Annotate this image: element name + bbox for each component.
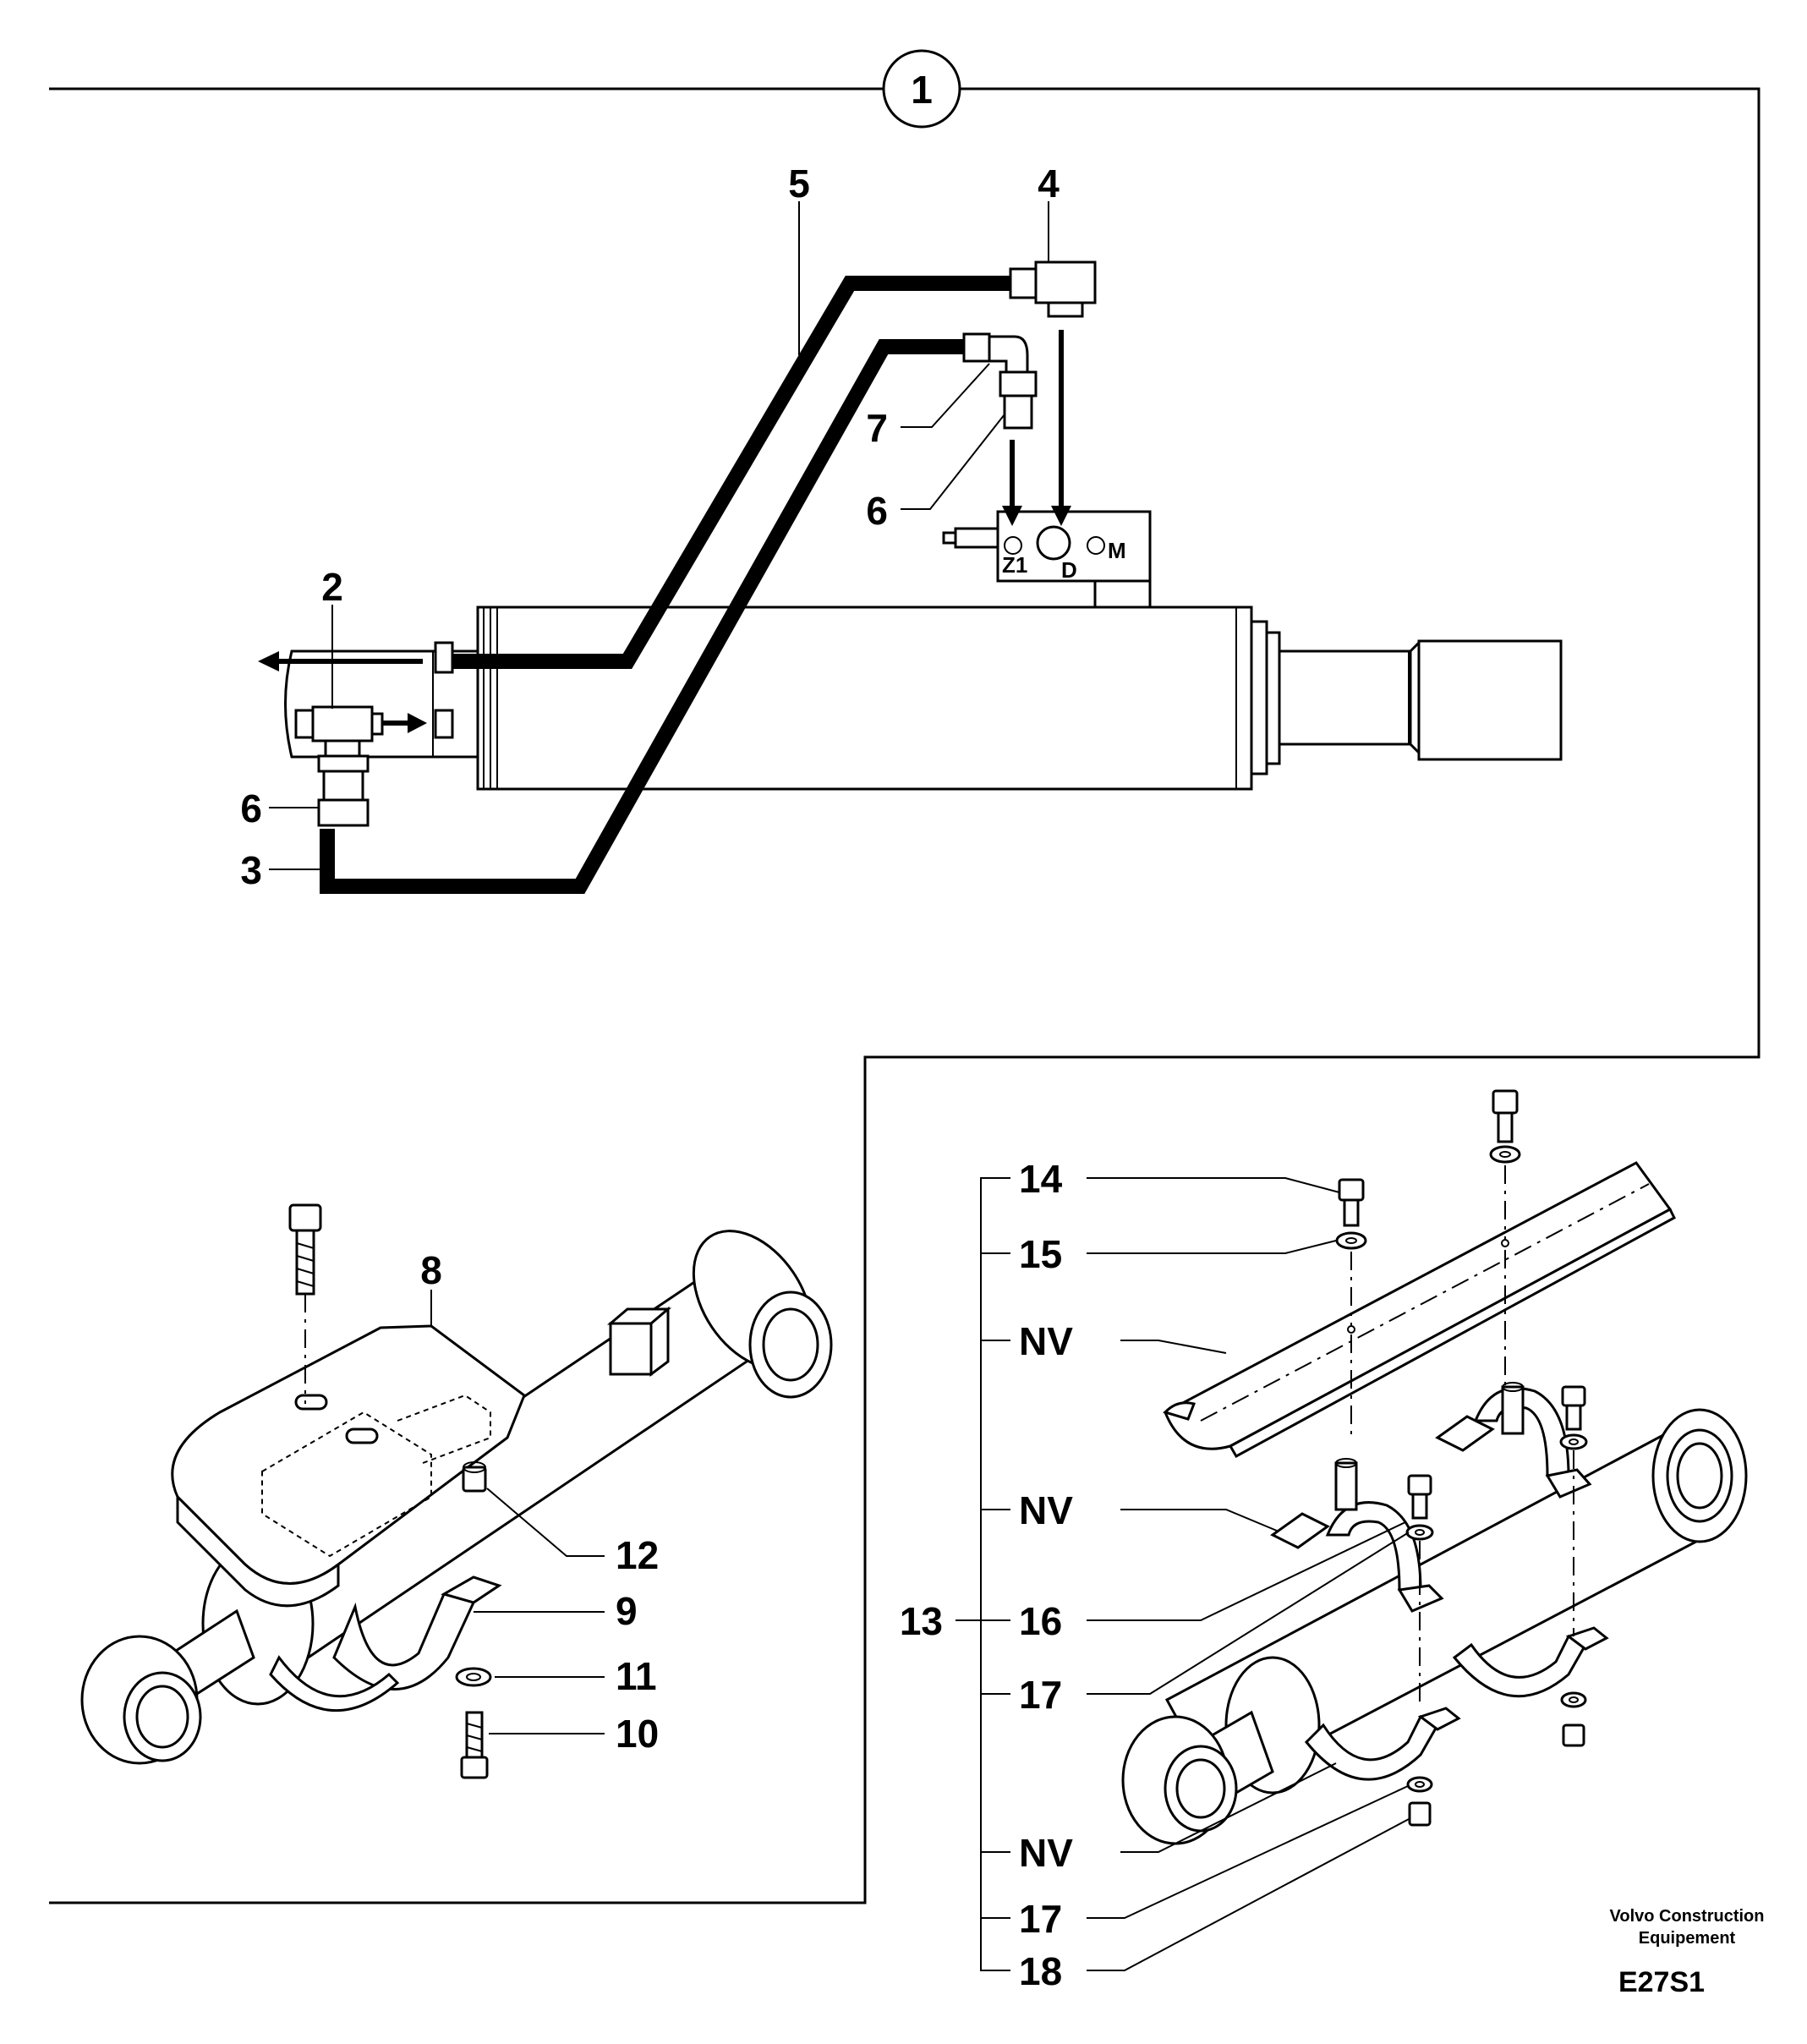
view-circle — [882, 49, 961, 129]
callout-4: 4 — [1038, 162, 1060, 205]
callout-3: 3 — [240, 848, 262, 892]
tee-fitting-2 — [294, 705, 384, 827]
callout-13: 13 — [900, 1599, 943, 1643]
callout-17-lower: 17 — [1019, 1897, 1062, 1941]
hydraulic-cylinder — [476, 606, 1563, 791]
frame — [49, 49, 1760, 1904]
callout-9: 9 — [616, 1589, 638, 1633]
callout-14: 14 — [1019, 1157, 1063, 1201]
callout-2: 2 — [321, 565, 343, 609]
callout-nv-lower-clamp: NV — [1019, 1831, 1073, 1875]
callout-17-upper: 17 — [1019, 1673, 1062, 1717]
brand-line-1: Volvo Construction — [1610, 1907, 1765, 1926]
leader-lines-lower-left — [430, 1290, 605, 1734]
callout-15: 15 — [1019, 1232, 1062, 1276]
port-m: M — [1108, 538, 1126, 563]
callout-6-upper: 6 — [866, 489, 888, 533]
fitting-4 — [1009, 260, 1097, 318]
callout-nv-upper-clamp: NV — [1019, 1488, 1073, 1532]
callout-18: 18 — [1019, 1949, 1062, 1993]
cylinder-bracket-view — [80, 1203, 833, 1779]
drawing-code: E27S1 — [1618, 1966, 1705, 1998]
callout-16: 16 — [1019, 1599, 1062, 1643]
callout-5: 5 — [788, 162, 810, 205]
hose-3 — [320, 339, 964, 894]
port-z1: Z1 — [1002, 552, 1027, 578]
flow-arrows — [258, 330, 1071, 733]
group-bracket-13 — [956, 1177, 1010, 1971]
elbow-fitting-7 — [962, 332, 1038, 430]
hose-5 — [452, 276, 1010, 669]
cylinder-guard-view — [1121, 1089, 1748, 1845]
callout-6-lower: 6 — [240, 786, 262, 830]
port-d: D — [1061, 557, 1077, 583]
callout-7: 7 — [866, 406, 888, 450]
leader-lines-upper — [269, 201, 1049, 870]
callout-10: 10 — [616, 1712, 659, 1756]
callout-11: 11 — [616, 1654, 657, 1698]
callout-12: 12 — [616, 1533, 659, 1577]
valve-block — [942, 510, 1152, 609]
callout-1: 1 — [911, 68, 933, 112]
brand-line-2: Equipement — [1639, 1929, 1736, 1948]
leader-lines-lower-right — [1087, 1177, 1411, 1971]
callout-nv-guard: NV — [1019, 1319, 1073, 1363]
callout-8: 8 — [420, 1248, 442, 1292]
